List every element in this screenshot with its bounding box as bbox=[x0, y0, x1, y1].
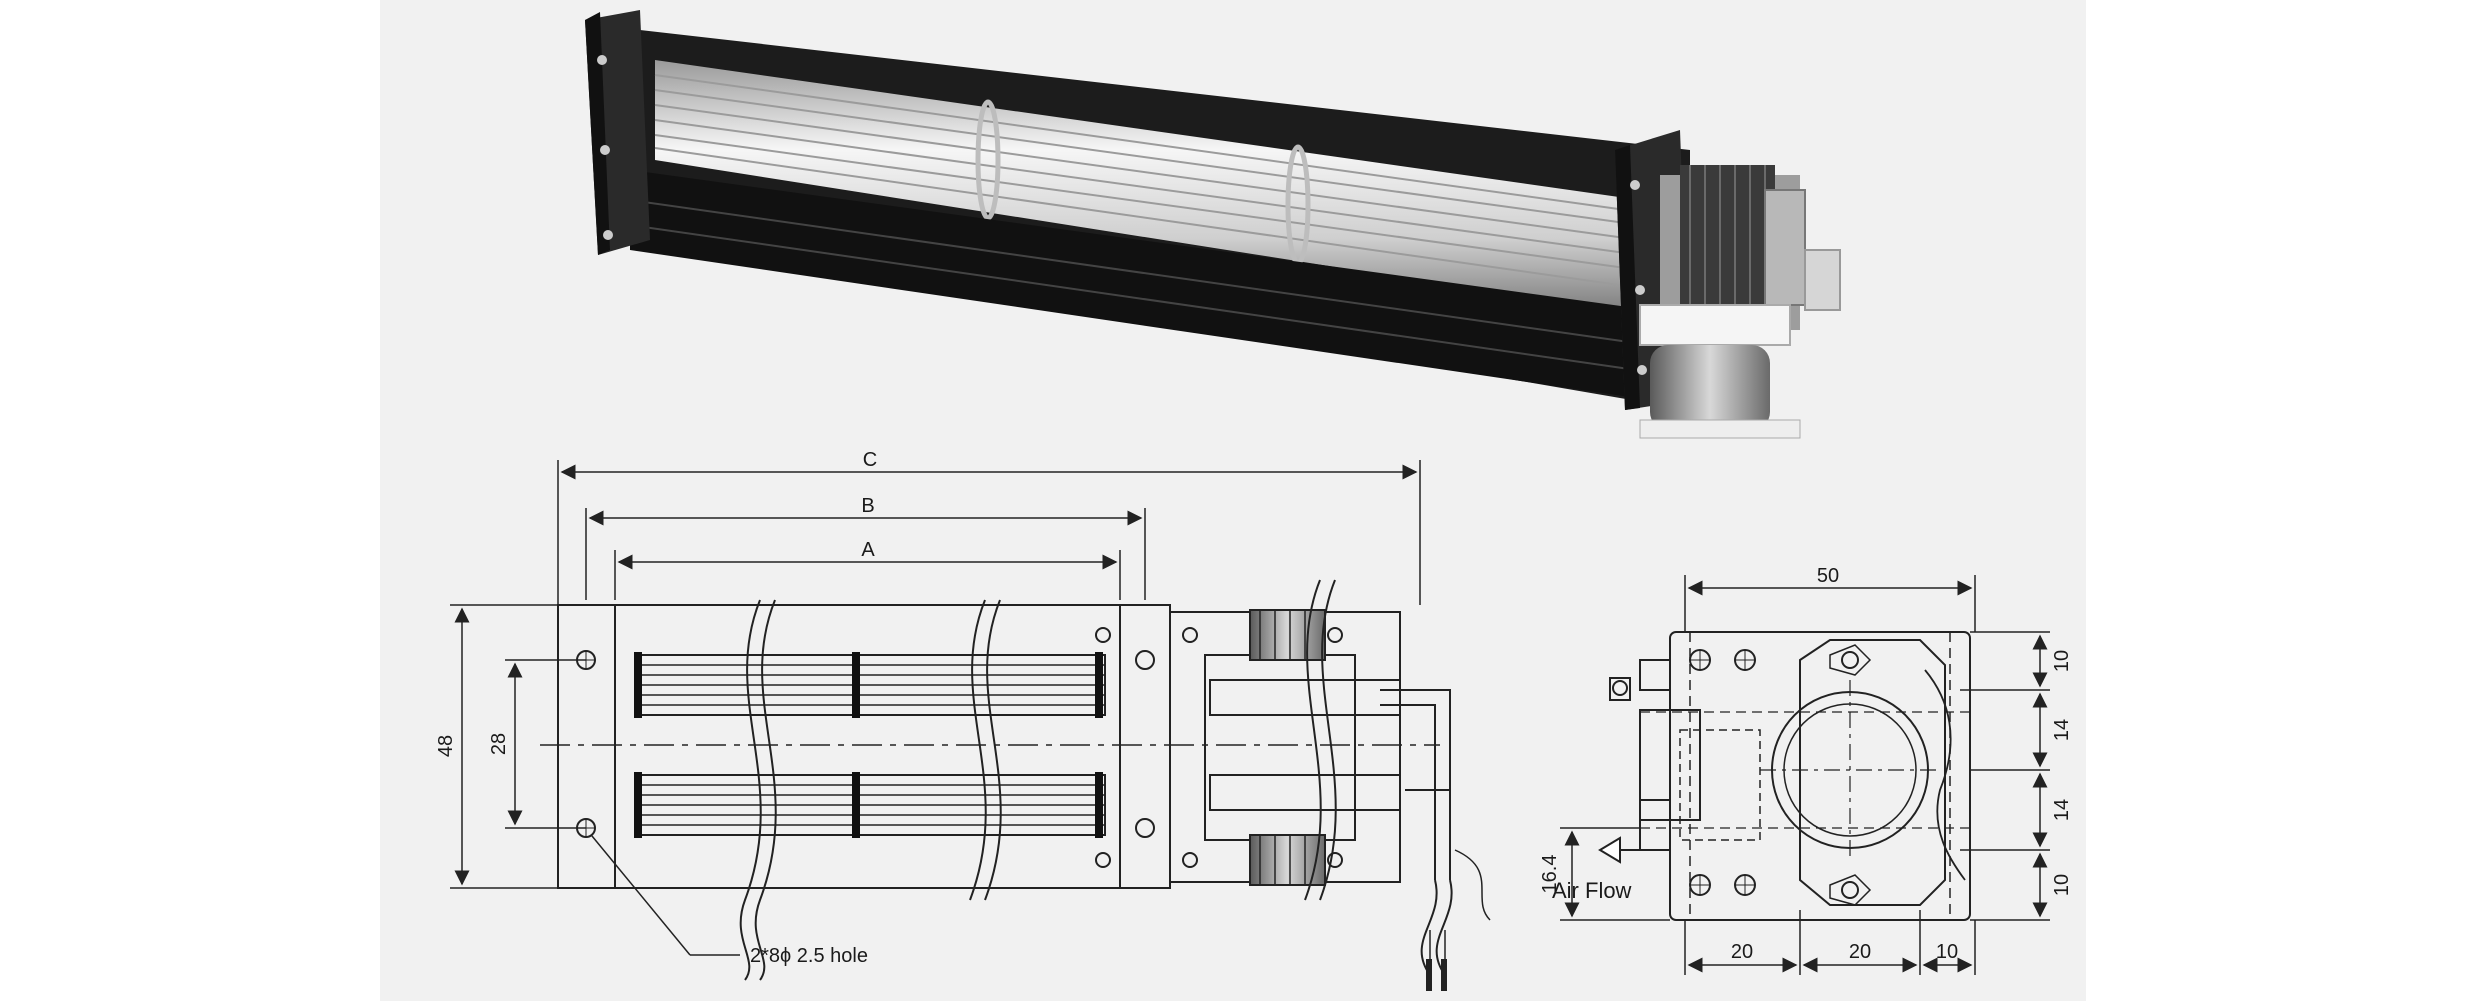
front-view-labels: C B A 48 28 2*8ϕ 2.5 hole bbox=[435, 449, 877, 967]
side-view-dimensions bbox=[1560, 575, 2050, 975]
motor bbox=[1639, 165, 1841, 439]
side-view-labels: 50 10 14 14 10 20 20 10 16.4 Air Flow bbox=[1539, 565, 2073, 963]
dim-label-28: 28 bbox=[488, 733, 510, 755]
dim-label-50: 50 bbox=[1817, 565, 1839, 587]
front-view-dimensions bbox=[450, 460, 1421, 956]
dim-label-a: A bbox=[861, 539, 875, 561]
side-frame bbox=[1669, 631, 1971, 921]
dim-label-bottom-10-right: 10 bbox=[1936, 941, 1958, 963]
motor-hex-plate bbox=[1799, 639, 1946, 906]
hole-leader bbox=[591, 835, 691, 956]
dim-label-bottom-20-left: 20 bbox=[1731, 941, 1753, 963]
dim-label-48: 48 bbox=[435, 735, 457, 757]
dim-label-right-10-top: 10 bbox=[2051, 650, 2073, 672]
dim-label-b: B bbox=[861, 495, 874, 517]
side-holes bbox=[1689, 649, 1756, 896]
cross-flow-fan-photo bbox=[585, 10, 1841, 439]
housing-front bbox=[630, 170, 1650, 400]
hole-note: 2*8ϕ 2.5 hole bbox=[750, 945, 868, 967]
blade-lines bbox=[654, 74, 1641, 289]
dim-label-16-4: 16.4 bbox=[1539, 855, 1561, 894]
dim-label-c: C bbox=[863, 449, 877, 471]
dim-label-right-14-lower: 14 bbox=[2051, 799, 2073, 821]
side-view-drawing bbox=[1598, 631, 1971, 921]
front-view-drawing bbox=[540, 579, 1491, 991]
dim-label-right-10-bottom: 10 bbox=[2051, 874, 2073, 896]
airflow-label: Air Flow bbox=[1552, 878, 1632, 903]
dim-label-bottom-20-mid: 20 bbox=[1849, 941, 1871, 963]
dim-label-right-14-upper: 14 bbox=[2051, 719, 2073, 741]
